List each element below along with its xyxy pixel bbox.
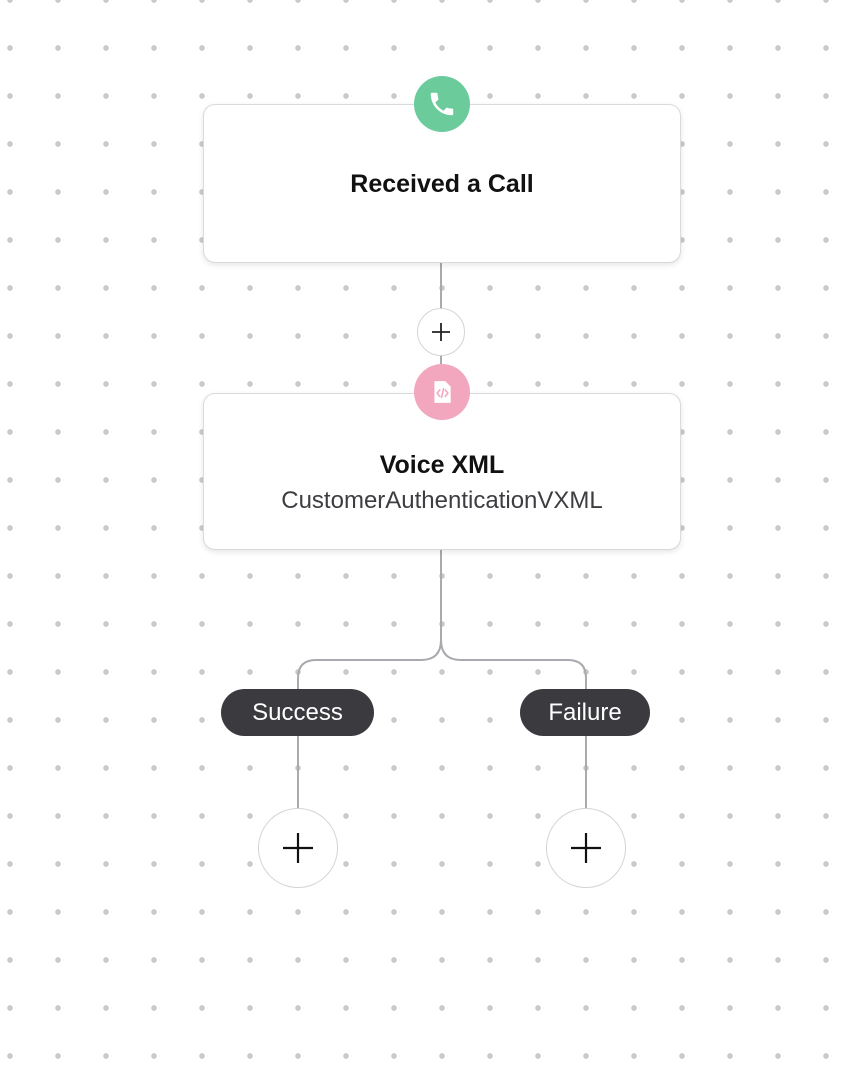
connector-step-to-failure [440,550,587,689]
branch-failure-label: Failure [548,698,622,726]
branch-label-success: Success [221,689,374,736]
step-node-subtitle: CustomerAuthenticationVXML [281,486,603,514]
branch-success-label: Success [252,698,343,726]
step-node-title: Voice XML [379,450,505,479]
add-step-success-button[interactable] [258,808,338,888]
trigger-node-received-call[interactable]: Received a Call [203,104,681,263]
branch-label-failure: Failure [520,689,650,736]
phone-icon [430,92,454,116]
add-step-failure-button[interactable] [546,808,626,888]
plus-icon [283,833,313,863]
plus-icon [571,833,601,863]
plus-icon [432,323,450,341]
connector-step-to-branches [297,550,442,689]
add-step-button[interactable] [417,308,465,356]
code-file-icon [434,381,451,403]
phone-badge [414,76,470,132]
voice-xml-badge [414,364,470,420]
trigger-node-title: Received a Call [350,169,534,198]
